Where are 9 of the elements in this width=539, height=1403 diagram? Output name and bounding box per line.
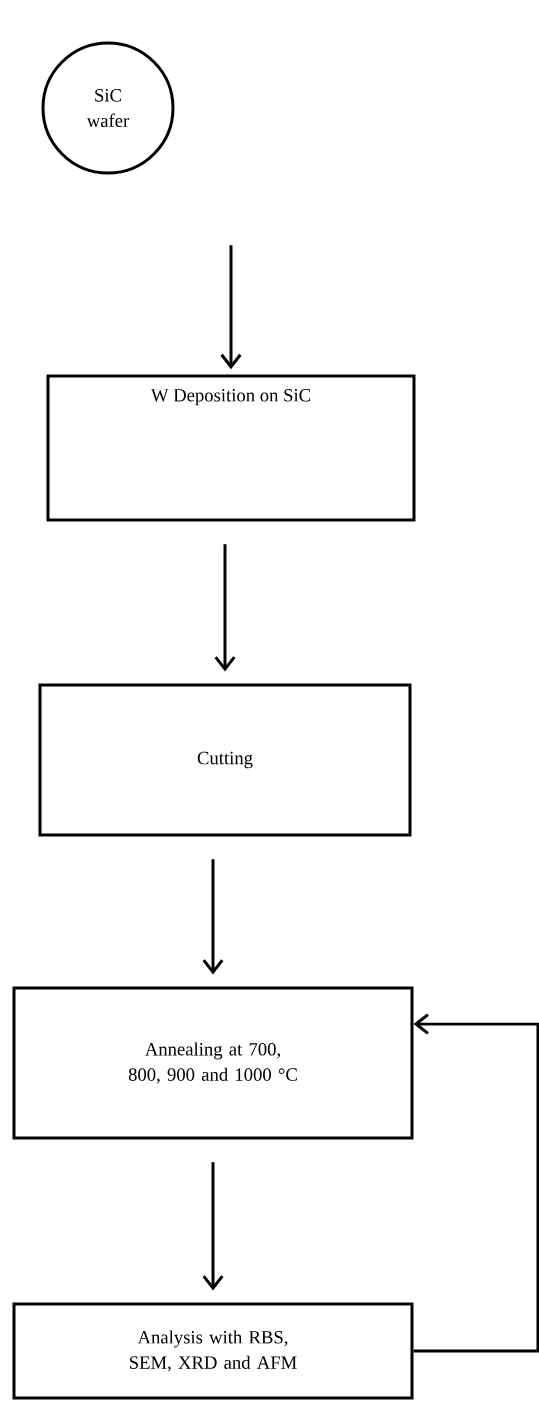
arrow xyxy=(202,1162,224,1291)
arrow xyxy=(220,245,242,370)
arrow xyxy=(202,859,224,975)
process-box: W Deposition on SiC xyxy=(46,374,416,522)
process-box: Annealing at 700, 800, 900 and 1000 °C xyxy=(12,986,414,1140)
process-box: Cutting xyxy=(38,683,412,837)
feedback-arrow xyxy=(413,1013,539,1353)
process-box: Analysis with RBS, SEM, XRD and AFM xyxy=(12,1302,414,1400)
arrow xyxy=(214,544,236,672)
